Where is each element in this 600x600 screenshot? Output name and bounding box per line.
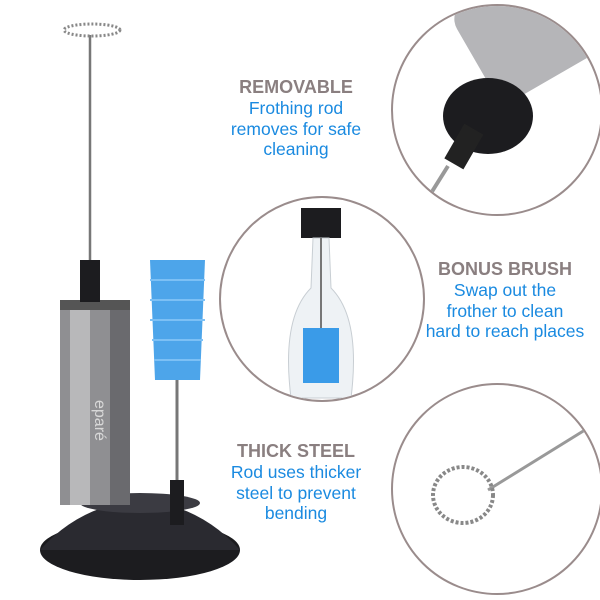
feature-text-line: bending xyxy=(264,503,328,523)
feature-text-line: removes for safe xyxy=(230,118,362,139)
feature-removable: REMOVABLE Frothing rod removes for safe … xyxy=(196,76,396,160)
feature-title: BONUS BRUSH xyxy=(437,259,572,279)
feature-title: THICK STEEL xyxy=(236,441,355,461)
feature-title: REMOVABLE xyxy=(239,77,353,97)
feature-text-line: Frothing rod xyxy=(248,98,344,118)
removable-detail-image xyxy=(391,4,600,216)
frother-body xyxy=(60,260,130,505)
feature-thick-steel: THICK STEEL Rod uses thicker steel to pr… xyxy=(196,440,396,524)
brush-detail-image xyxy=(219,196,425,402)
feature-text-line: Swap out the xyxy=(453,280,557,300)
feature-text-line: Rod uses thicker xyxy=(230,462,362,482)
steel-detail-image xyxy=(391,383,600,595)
feature-text-line: steel to prevent xyxy=(236,482,356,503)
frothing-rod xyxy=(62,22,122,260)
feature-text-line: frother to clean xyxy=(446,300,564,321)
cleaning-brush xyxy=(150,260,205,525)
brand-logo: eparé xyxy=(91,400,108,441)
feature-text-line: hard to reach places xyxy=(425,321,585,341)
feature-text-line: cleaning xyxy=(263,139,329,159)
feature-bonus-brush: BONUS BRUSH Swap out the frother to clea… xyxy=(405,258,600,342)
